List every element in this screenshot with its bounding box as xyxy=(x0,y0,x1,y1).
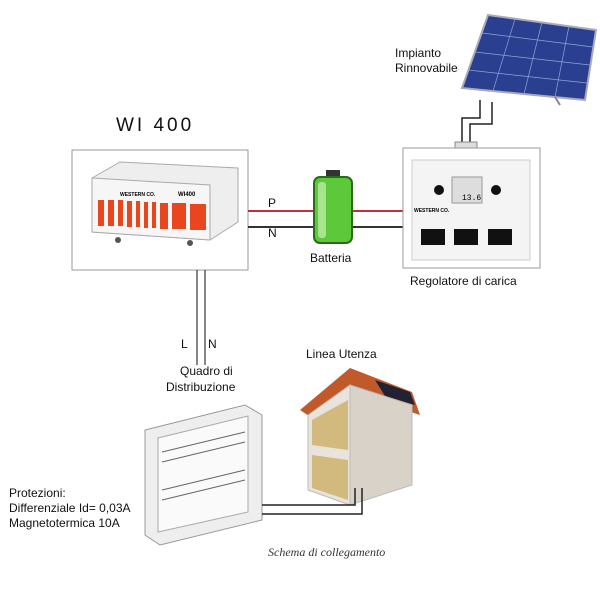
n2-label: N xyxy=(208,337,217,351)
load-label: Linea Utenza xyxy=(306,347,377,361)
panel-label-2: Distribuzione xyxy=(166,380,236,394)
regulator-label: Regolatore di carica xyxy=(410,274,517,288)
regulator-device xyxy=(411,159,531,261)
panel-label-1: Quadro di xyxy=(180,364,233,378)
n-label: N xyxy=(268,226,277,240)
battery xyxy=(313,170,353,244)
ac-wires xyxy=(196,270,206,365)
inverter-brand: WESTERN CO. xyxy=(120,192,156,198)
inverter-device xyxy=(91,161,239,246)
protection-2: Magnetotermica 10A xyxy=(9,516,120,530)
renewable-label-1: Impianto xyxy=(395,46,442,60)
load-wires xyxy=(262,488,363,515)
p-label: P xyxy=(268,196,277,210)
house xyxy=(300,368,420,506)
solar-panel xyxy=(460,13,598,106)
distribution-board xyxy=(144,404,263,546)
regulator-brand: WESTERN CO. xyxy=(414,208,450,214)
battery-label: Batteria xyxy=(310,251,352,265)
diagram-title: WI 400 xyxy=(116,115,195,136)
caption: Schema di collegamento xyxy=(268,545,386,559)
renewable-label-2: Rinnovabile xyxy=(395,61,458,75)
protections-title: Protezioni: xyxy=(9,486,66,500)
regulator-display: 13.6 xyxy=(462,194,481,203)
panel-wires xyxy=(461,100,493,145)
l-label: L xyxy=(181,337,188,351)
protection-1: Differenziale Id= 0,03A xyxy=(9,501,131,515)
inverter-model: WI400 xyxy=(178,192,196,198)
